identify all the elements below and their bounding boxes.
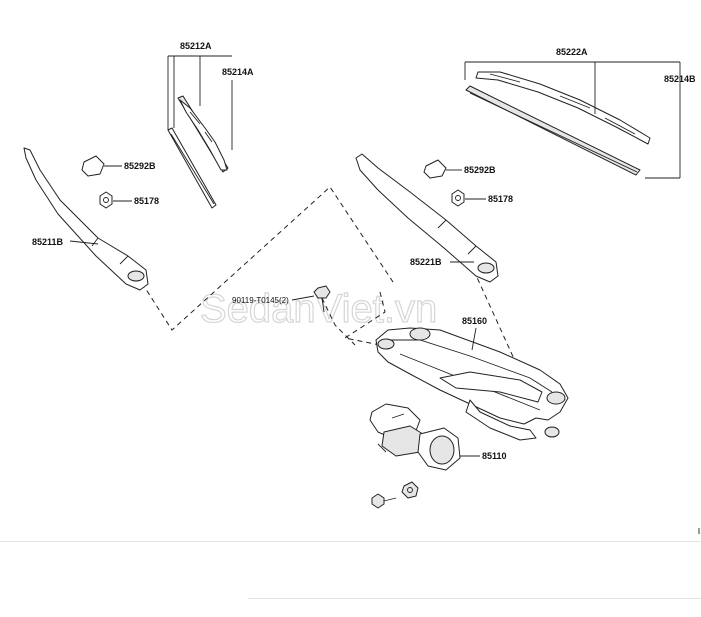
- label-85221B: 85221B: [410, 257, 442, 267]
- label-85214A: 85214A: [222, 67, 254, 77]
- label-90119-T0145: 90119-T0145(2): [232, 296, 289, 305]
- label-85222A: 85222A: [556, 47, 588, 57]
- label-85214B: 85214B: [664, 74, 696, 84]
- left-nut: [99, 191, 132, 209]
- wiper-motor: [369, 403, 480, 471]
- label-85292B-right: 85292B: [464, 165, 496, 175]
- motor-grommet: [401, 481, 419, 499]
- wiper-linkage: [375, 327, 569, 441]
- right-blade-leader-lines: [464, 61, 681, 179]
- label-85178-right: 85178: [488, 194, 513, 204]
- motor-bolt: [371, 493, 397, 509]
- mounting-bolt: [291, 285, 331, 313]
- right-nut: [451, 189, 486, 207]
- left-cap: [81, 155, 122, 177]
- label-85292B-left: 85292B: [124, 161, 156, 171]
- right-wiper-blade: [465, 71, 651, 176]
- left-wiper-arm: [23, 147, 149, 291]
- bottom-divider: [0, 541, 701, 542]
- left-blade-leader-lines: [167, 55, 233, 150]
- left-wiper-blade: [167, 95, 229, 209]
- footer-divider: [248, 598, 701, 599]
- assembly-dashed-outline: [141, 186, 521, 373]
- right-cap: [423, 159, 462, 179]
- label-85212A: 85212A: [180, 41, 212, 51]
- right-wiper-arm: [355, 153, 499, 283]
- label-85211B: 85211B: [32, 237, 64, 247]
- label-85110: 85110: [482, 451, 507, 461]
- label-85178-left: 85178: [134, 196, 159, 206]
- label-85160: 85160: [462, 316, 487, 326]
